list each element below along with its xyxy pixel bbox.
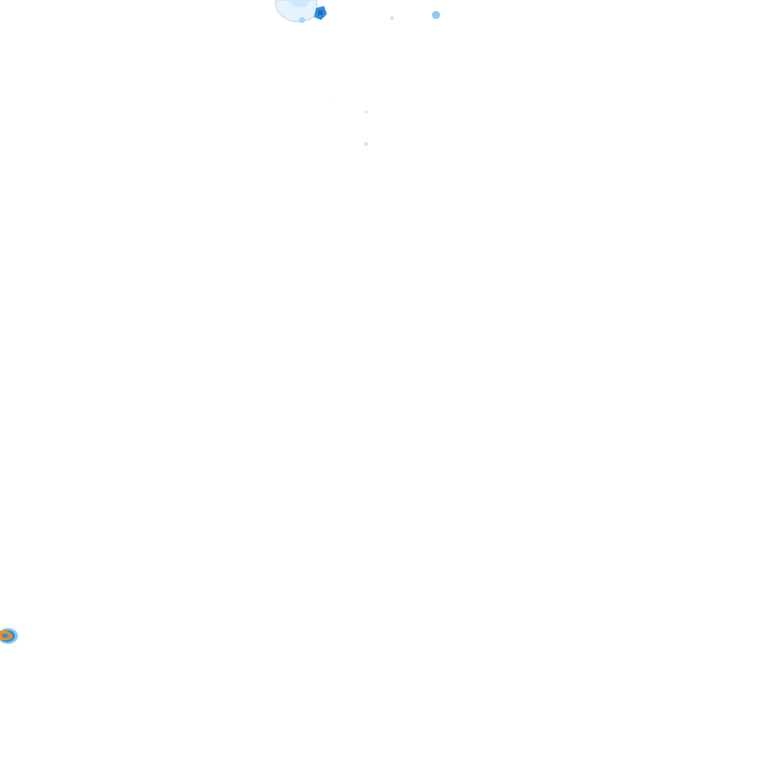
echo-cluster-north-a [275,0,319,23]
echo-speck-center-1 [364,110,368,114]
echo-cluster-north-b [390,11,440,20]
echo-speck-center-2 [328,95,368,146]
echo-cell-southwest [0,628,18,644]
echo-cluster-north-a-core [314,6,327,20]
